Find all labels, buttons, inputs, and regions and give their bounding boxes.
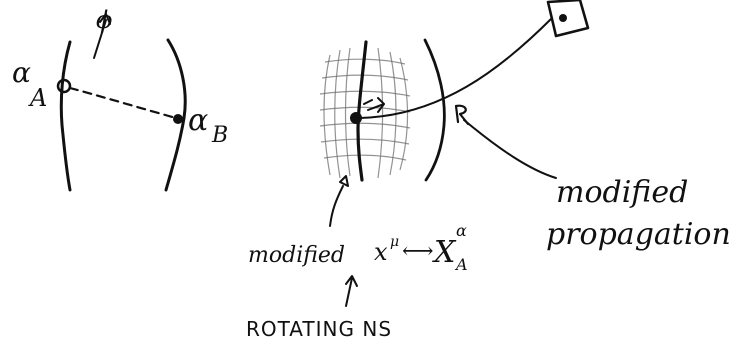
coords-X-sub: A [454,255,468,274]
ns-point [350,112,362,124]
alpha-a-symbol: α [12,56,31,89]
propagation-pointer [463,119,557,179]
alpha-b-subscript: B [211,123,228,148]
coords-prefix: modified [248,243,345,268]
coords-x: x [374,238,388,266]
rotating-ns-arrow [345,275,358,307]
r-mark [454,104,470,126]
point-a [56,78,72,94]
observer-box [546,0,590,38]
phi-label: ϕ [96,6,112,34]
worldline-b [164,38,187,192]
grid-pointer-head [339,175,349,187]
worldline-a [59,40,72,192]
alpha-a-subscript: A [28,84,47,112]
coordinate-grid [319,47,411,179]
propagation-line2: propagation [546,217,731,252]
observer-worldline [423,38,446,182]
dashed-link [68,86,178,120]
propagation-line1: modified [556,175,688,210]
propagation-path [359,17,553,119]
rotating-ns-label: ROTATING NS [246,317,392,341]
spin-arrow [363,97,385,113]
point-b [173,114,183,124]
coords-X: X [432,235,457,270]
coords-x-sup: μ [390,234,399,250]
grid-pointer [329,185,344,227]
ns-worldline [356,40,368,182]
observer-eye-icon [559,14,567,22]
alpha-b-symbol: α [188,103,208,138]
coords-X-sup: α [456,221,467,240]
phi-arrow [93,19,107,59]
phi-arrowhead [99,13,111,25]
coords-arrow: ⟷ [402,239,434,264]
